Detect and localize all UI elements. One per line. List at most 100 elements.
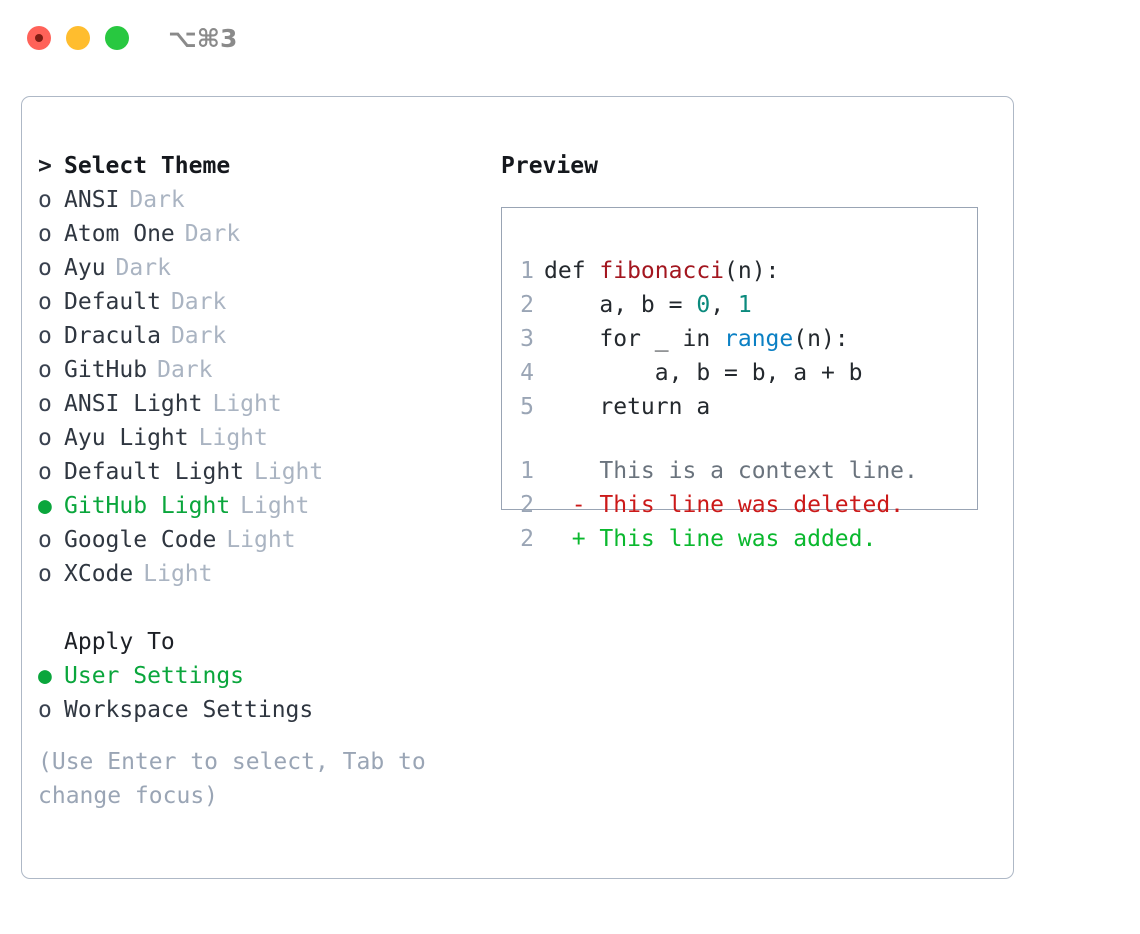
theme-name: GitHub Light	[64, 493, 231, 519]
radio-unselected-icon[interactable]: o	[38, 187, 52, 213]
line-number: 1	[520, 458, 534, 484]
theme-category: Dark	[170, 289, 227, 315]
radio-unselected-icon[interactable]: o	[38, 527, 52, 553]
diff-line-text: + This line was added.	[544, 526, 877, 552]
code-token: (n):	[793, 326, 849, 352]
radio-unselected-icon[interactable]: o	[38, 561, 52, 587]
line-number: 2	[520, 292, 534, 318]
theme-list-item[interactable]: o ANSI Dark	[38, 183, 478, 217]
theme-name: XCode	[64, 561, 134, 587]
code-token: return a	[599, 394, 711, 420]
code-token: 1	[737, 292, 752, 318]
theme-category: Dark	[115, 255, 171, 281]
code-line: 2 a, b = 0, 1	[502, 288, 977, 322]
code-line-text: def fibonacci(n):	[544, 254, 779, 288]
code-token: fibonacci	[599, 258, 725, 284]
code-token: (n):	[724, 258, 780, 284]
line-number: 3	[520, 326, 534, 352]
code-token: def	[544, 258, 600, 284]
theme-name: ANSI Light	[64, 391, 203, 417]
diff-line-text: - This line was deleted.	[544, 492, 905, 518]
radio-selected-icon[interactable]: ●	[38, 663, 52, 689]
theme-category: Light	[254, 459, 324, 485]
code-token: a, b = b, a + b	[654, 360, 863, 386]
code-token: 0	[696, 292, 711, 318]
diff-sample: 1 This is a context line. 2 - This line w…	[502, 454, 977, 556]
code-line-text: a, b = b, a + b	[544, 356, 863, 390]
line-number: 1	[520, 258, 534, 284]
diff-line-text: This is a context line.	[544, 458, 918, 484]
code-line: 1 def fibonacci(n):	[502, 254, 977, 288]
title-bar: ⌥⌘3	[0, 0, 1140, 78]
radio-unselected-icon[interactable]: o	[38, 697, 52, 723]
keyboard-hint: (Use Enter to select, Tab to change focu…	[38, 749, 440, 809]
code-line-text: a, b = 0, 1	[544, 288, 752, 322]
radio-unselected-icon[interactable]: o	[38, 289, 52, 315]
theme-category: Light	[226, 527, 296, 553]
code-line-text: return a	[544, 390, 710, 424]
code-token: a, b =	[599, 292, 697, 318]
code-token: ,	[710, 292, 738, 318]
line-number: 2	[520, 492, 534, 518]
theme-list-item[interactable]: o Ayu Dark	[38, 251, 478, 285]
line-number: 4	[520, 360, 534, 386]
theme-category: Light	[212, 391, 282, 417]
line-number: 2	[520, 526, 534, 552]
radio-unselected-icon[interactable]: o	[38, 357, 52, 383]
theme-picker-header: > Select Theme	[38, 149, 478, 183]
radio-unselected-icon[interactable]: o	[38, 221, 52, 247]
code-line: 4 a, b = b, a + b	[502, 356, 977, 390]
theme-name: ANSI	[64, 187, 120, 213]
code-line-text: for _ in range(n):	[544, 322, 849, 356]
diff-gap	[502, 424, 977, 454]
apply-to-option[interactable]: ● User Settings	[38, 659, 478, 693]
theme-name: Default	[64, 289, 161, 315]
preview-title: Preview	[501, 153, 598, 179]
apply-to-title: Apply To	[64, 629, 175, 655]
theme-list-item[interactable]: o ANSI Light Light	[38, 387, 478, 421]
code-token: range	[724, 326, 794, 352]
minimize-window-button[interactable]	[66, 26, 90, 50]
theme-name: Ayu Light	[64, 425, 189, 451]
radio-unselected-icon[interactable]: o	[38, 323, 52, 349]
theme-list-item[interactable]: o Default Light Light	[38, 455, 478, 489]
radio-unselected-icon[interactable]: o	[38, 459, 52, 485]
theme-name: GitHub	[64, 357, 148, 383]
theme-name: Dracula	[64, 323, 161, 349]
theme-name: Default Light	[64, 459, 245, 485]
theme-category: Dark	[157, 357, 213, 383]
theme-list-item[interactable]: o GitHub Dark	[38, 353, 478, 387]
radio-unselected-icon[interactable]: o	[38, 391, 52, 417]
theme-category: Dark	[184, 221, 241, 247]
caret-icon: >	[38, 153, 52, 179]
radio-selected-icon[interactable]: ●	[38, 493, 52, 519]
close-window-button[interactable]	[27, 26, 51, 50]
keyboard-shortcut-label: ⌥⌘3	[168, 24, 238, 53]
radio-unselected-icon[interactable]: o	[38, 425, 52, 451]
theme-name: Ayu	[64, 255, 106, 281]
theme-category: Dark	[129, 187, 185, 213]
page-title: Select Theme	[64, 153, 231, 179]
theme-list-item[interactable]: o Default Dark	[38, 285, 478, 319]
radio-unselected-icon[interactable]: o	[38, 255, 52, 281]
code-line: 5 return a	[502, 390, 977, 424]
diff-line: 2 - This line was deleted.	[502, 488, 977, 522]
code-line: 3 for _ in range(n):	[502, 322, 977, 356]
theme-category: Dark	[170, 323, 227, 349]
maximize-window-button[interactable]	[105, 26, 129, 50]
theme-list-item[interactable]: o Dracula Dark	[38, 319, 478, 353]
apply-to-label: User Settings	[64, 663, 245, 689]
apply-to-header: Apply To	[38, 625, 478, 659]
